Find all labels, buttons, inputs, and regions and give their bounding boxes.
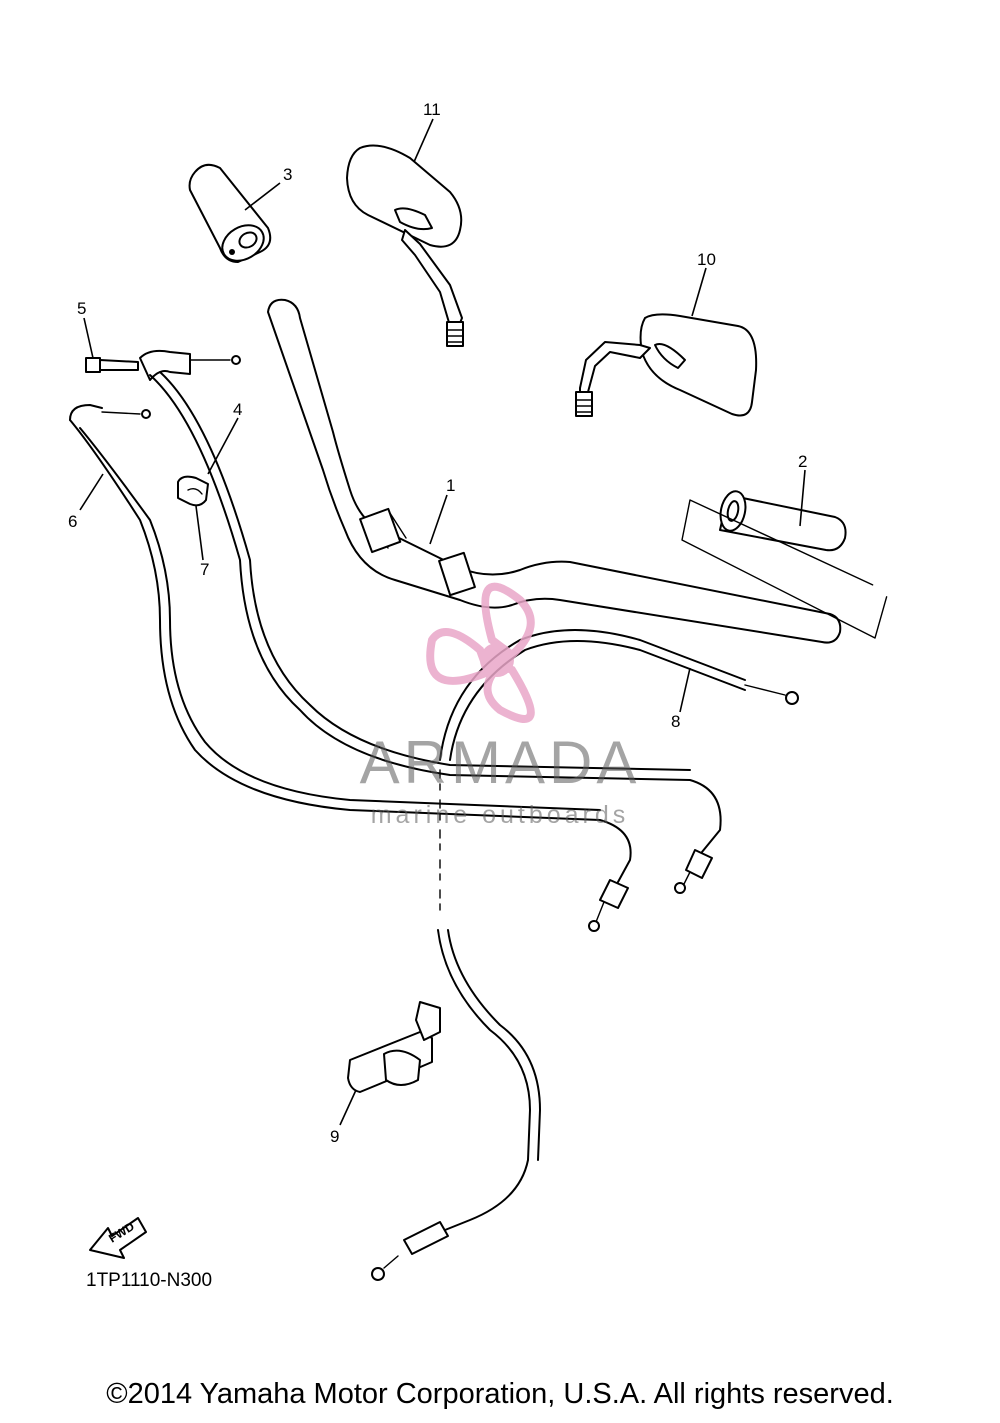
callout-11: 11 — [423, 100, 441, 119]
callout-8: 8 — [671, 712, 680, 731]
watermark-subtitle: marine outboards — [370, 801, 630, 829]
callout-6: 6 — [68, 512, 77, 531]
handlebar — [267, 298, 842, 644]
throttle-grip — [188, 163, 272, 263]
mirror-right — [575, 313, 758, 417]
callout-4: 4 — [233, 400, 242, 419]
callout-7: 7 — [200, 560, 209, 579]
callout-labels: 1 2 3 4 5 6 7 8 9 10 11 — [68, 100, 807, 1146]
callout-2: 2 — [798, 452, 807, 471]
callout-5: 5 — [77, 299, 86, 318]
fwd-arrow-icon: FWD — [89, 1217, 147, 1259]
watermark-title: ARMADA — [359, 729, 641, 796]
mirror-left — [346, 144, 464, 347]
propeller-icon — [426, 582, 535, 723]
leader-lines — [79, 118, 806, 1126]
lever-holder-9 — [347, 1001, 441, 1093]
reference-code: 1TP1110-N300 — [86, 1270, 213, 1291]
clutch-cable-8 — [371, 629, 799, 1281]
callout-10: 10 — [697, 250, 716, 269]
copyright-notice: ©2014 Yamaha Motor Corporation, U.S.A. A… — [106, 1378, 894, 1410]
callout-1: 1 — [446, 476, 455, 495]
callout-3: 3 — [283, 165, 292, 184]
cable-clip — [177, 475, 209, 507]
grip-right — [681, 490, 889, 639]
callout-9: 9 — [330, 1127, 339, 1146]
bolt-and-bracket — [85, 349, 241, 419]
throttle-cable-4 — [149, 371, 722, 894]
throttle-cable-6 — [69, 404, 632, 932]
